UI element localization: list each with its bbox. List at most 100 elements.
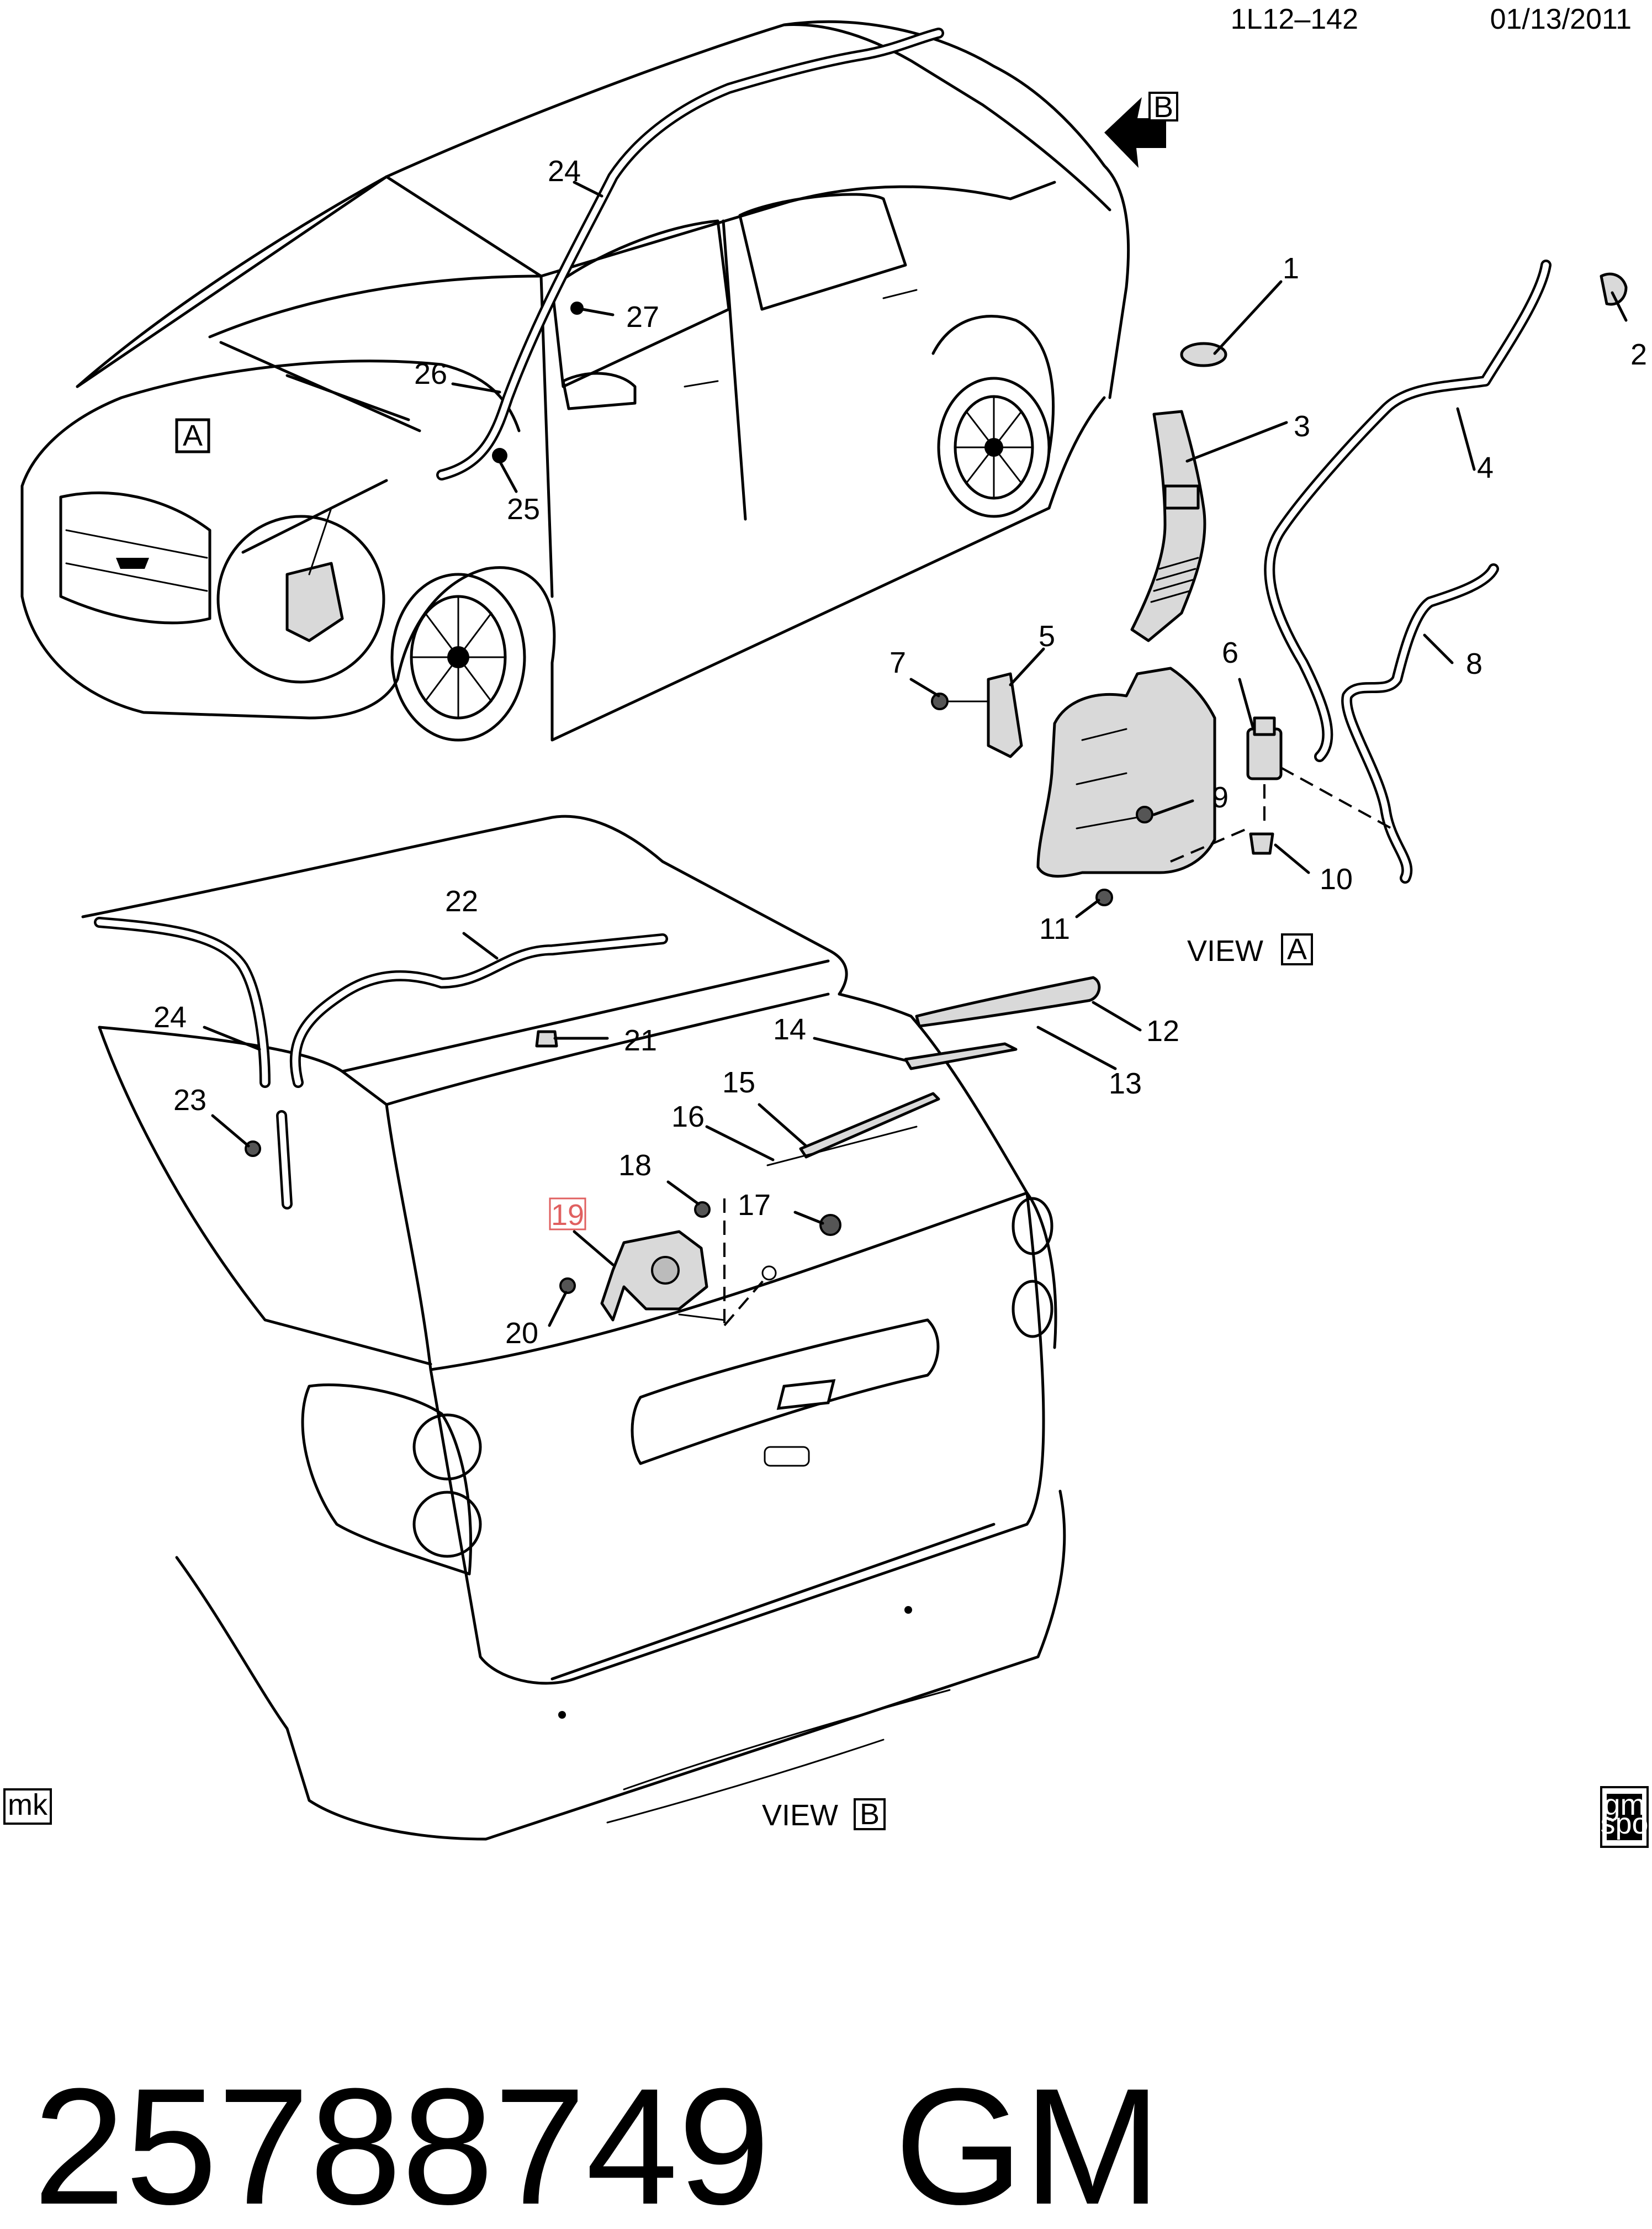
right-lamp-lower: [1012, 1280, 1053, 1338]
callout-6: 6: [1222, 636, 1238, 669]
callout-21: 21: [624, 1024, 657, 1057]
filler-neck-bracket: [1163, 484, 1200, 510]
rear-roofline: [81, 815, 848, 996]
hose-clip-2: [1600, 272, 1628, 306]
washer-pump: [1246, 727, 1283, 780]
grille-bars: [65, 529, 208, 592]
liftgate-glass: [385, 992, 1029, 1371]
callout-18: 18: [618, 1149, 652, 1182]
chevrolet-bowtie-icon: [116, 558, 149, 569]
front-bumper: [20, 484, 399, 720]
callout-23: 23: [173, 1084, 206, 1117]
callout-19: 19: [551, 1198, 584, 1232]
spoiler-bottom: [341, 992, 830, 1106]
view-b-box: [1148, 92, 1178, 122]
rear-vehicle: VIEW B: [81, 815, 1101, 1841]
doc-code: 1L12–142: [1231, 3, 1358, 35]
view-a-front-box: [175, 418, 210, 453]
right-tail-lamp: [1025, 1191, 1057, 1349]
rear-door-edge: [722, 219, 747, 521]
grommet-17: [819, 1214, 841, 1236]
grille: [59, 492, 211, 625]
view-a-caption: VIEW: [1187, 934, 1263, 968]
left-lamp-upper: [412, 1413, 482, 1481]
part-brand: GM: [894, 2053, 1161, 2229]
part-number: 25788749: [33, 2053, 770, 2229]
washer-hose-front-route: [436, 28, 944, 480]
wiper-element-16: [766, 1126, 918, 1166]
view-a-parts: VIEW A: [931, 260, 1628, 968]
callout-15: 15: [722, 1066, 755, 1099]
callout-26: 26: [414, 357, 447, 390]
leader-lines: [203, 181, 1628, 1327]
front-wipers: [219, 341, 421, 432]
wiper-arm-cover-12: [915, 976, 1101, 1028]
front-vehicle-roofline: [76, 20, 1106, 388]
reservoir-bracket: [987, 672, 1023, 758]
callout-24-rear: 24: [153, 1001, 187, 1034]
callouts: 1 2 3 4 5 6 7 8 9 10 11 12 13 14 15 16 1…: [153, 155, 1647, 1350]
reservoir-ribs: [1076, 728, 1139, 830]
rear-wheel-arch: [931, 315, 1055, 455]
rear-window: [738, 193, 907, 311]
bumper-step: [550, 1523, 996, 1681]
washer-fluid-cap: [1180, 342, 1227, 367]
wiper-arm-14: [904, 1042, 1018, 1070]
callout-13: 13: [1109, 1067, 1142, 1100]
callout-14: 14: [773, 1013, 806, 1046]
detail-reservoir: [285, 562, 344, 642]
liftgate-handle: [764, 1446, 810, 1467]
callout-4: 4: [1477, 451, 1494, 484]
front-hub: [447, 646, 469, 668]
callout-25: 25: [507, 493, 540, 526]
door-handles: [684, 289, 918, 388]
rear-hub: [984, 438, 1003, 457]
belt-line: [385, 175, 1056, 278]
callout-7: 7: [889, 646, 906, 679]
callout-5: 5: [1039, 620, 1055, 653]
view-a-box: [1281, 933, 1313, 965]
callout-2: 2: [1630, 338, 1647, 371]
callout-11: 11: [1039, 912, 1070, 946]
view-b-letter: B: [1153, 91, 1173, 124]
filler-bellows: [1150, 557, 1199, 603]
nut-11: [1095, 889, 1113, 906]
view-b-caption: VIEW: [762, 1799, 838, 1832]
license-plate-recess: [631, 1318, 940, 1465]
rear-pillar: [1103, 164, 1130, 399]
callout-24-front: 24: [548, 155, 581, 188]
left-lamp-lower: [412, 1491, 482, 1558]
view-b-arrow: B: [1104, 91, 1178, 168]
callout-16: 16: [671, 1100, 705, 1133]
detail-filler: [308, 507, 332, 575]
left-tail-lamp: [301, 1383, 473, 1576]
clip-25: [492, 448, 507, 463]
hood-line: [20, 360, 521, 488]
front-vehicle: A: [20, 20, 1130, 742]
rear-side-glass-edge: [98, 1026, 432, 1366]
mk-tag-box: [3, 1788, 52, 1825]
windshield-top: [76, 175, 388, 388]
front-window: [550, 219, 730, 388]
side-mirror: [562, 372, 637, 410]
nut-18: [694, 1201, 711, 1218]
callout-1: 1: [1283, 252, 1299, 285]
rear-bumper: [175, 1489, 1066, 1841]
view-b-caption-box: [854, 1798, 886, 1830]
callout-10: 10: [1320, 863, 1353, 896]
view-a-letter: A: [1287, 933, 1307, 966]
callout-9: 9: [1212, 781, 1229, 814]
liftgate-panel: [429, 1191, 1045, 1685]
roof-rail: [782, 23, 1111, 212]
right-lamp-upper: [1012, 1197, 1053, 1255]
filler-neck: [1130, 410, 1206, 642]
view-a-front-letter: A: [183, 419, 203, 452]
detail-leader: [241, 479, 388, 554]
washer-reservoir: [1036, 667, 1216, 878]
washer-nozzle-21: [535, 1030, 558, 1048]
rear-bowtie-icon: [776, 1379, 836, 1410]
windshield-base: [208, 274, 543, 339]
logo-text-gm: gm: [1603, 1788, 1645, 1821]
logo-text-spo: spo: [1600, 1807, 1648, 1840]
